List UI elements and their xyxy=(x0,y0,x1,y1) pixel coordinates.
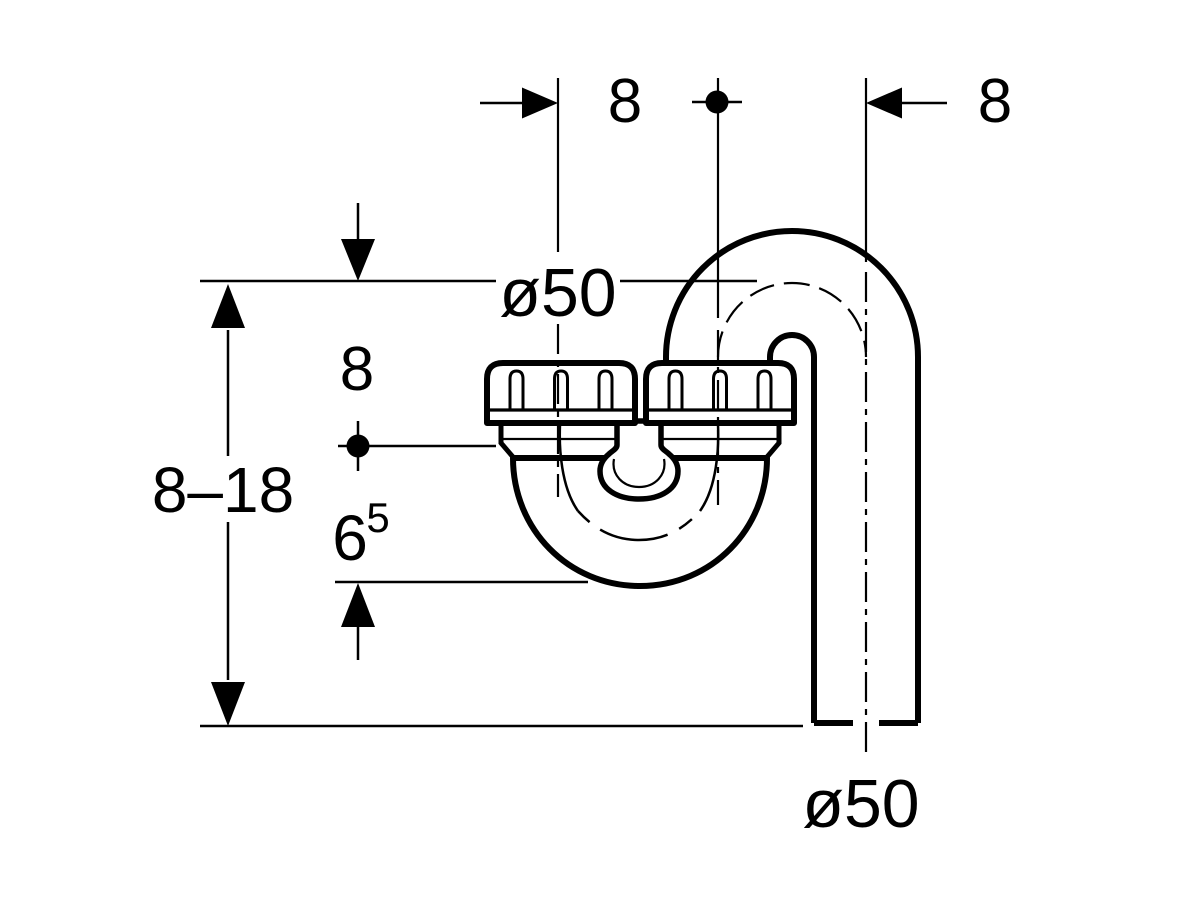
collar-left-outer xyxy=(498,423,515,459)
nut-right-knurls xyxy=(667,369,773,410)
label-mask-inlet-dia xyxy=(496,252,620,322)
knurl-slot xyxy=(756,369,773,410)
outlet-bend-pipe xyxy=(663,228,921,726)
collar-right-outer xyxy=(765,423,782,459)
bore-hidden-dashed-arc xyxy=(577,510,701,542)
centerline-bend-arc xyxy=(716,281,868,358)
centerlines xyxy=(556,78,868,757)
bend-inner-wall xyxy=(767,332,817,723)
label-outlet-offset: 8 xyxy=(978,67,1012,136)
knurl-slot xyxy=(553,369,569,410)
dimension-lines xyxy=(200,100,947,728)
nut-collars xyxy=(498,423,782,459)
nut-left-knurls xyxy=(508,369,614,410)
trap-saddle xyxy=(597,418,681,502)
dimension-labels: 8 8 8 8–18 6 5 ø50 ø50 xyxy=(152,67,1012,842)
datum-dot-inlet xyxy=(346,434,370,458)
label-inlet-depth: 8 xyxy=(340,335,374,404)
arrowhead-up-height-icon xyxy=(211,284,245,328)
knurl-slot xyxy=(667,369,684,410)
arrowhead-left-icon xyxy=(866,87,902,119)
union-nuts xyxy=(484,360,797,426)
knurl-slot xyxy=(597,369,614,410)
label-outlet-diameter: ø50 xyxy=(802,766,919,842)
bore-wall-left xyxy=(558,424,580,512)
arrowhead-up-depth-icon xyxy=(341,583,375,627)
label-inlet-diameter: ø50 xyxy=(499,255,616,331)
knurl-slot xyxy=(508,369,525,410)
arrowhead-right-icon xyxy=(522,87,558,119)
arrowhead-down-height-icon xyxy=(211,682,245,726)
bend-outer-wall xyxy=(663,228,921,723)
knurl-slot xyxy=(712,369,728,410)
label-height-range: 8–18 xyxy=(152,454,294,526)
label-nut-spacing: 8 xyxy=(608,67,642,136)
label-trap-depth-base: 6 xyxy=(332,502,368,574)
saddle-inner-arc xyxy=(612,458,666,489)
arrowhead-down-upper-icon xyxy=(341,239,375,281)
shell-outline xyxy=(510,455,770,589)
label-trap-depth-superscript: 5 xyxy=(366,494,389,541)
